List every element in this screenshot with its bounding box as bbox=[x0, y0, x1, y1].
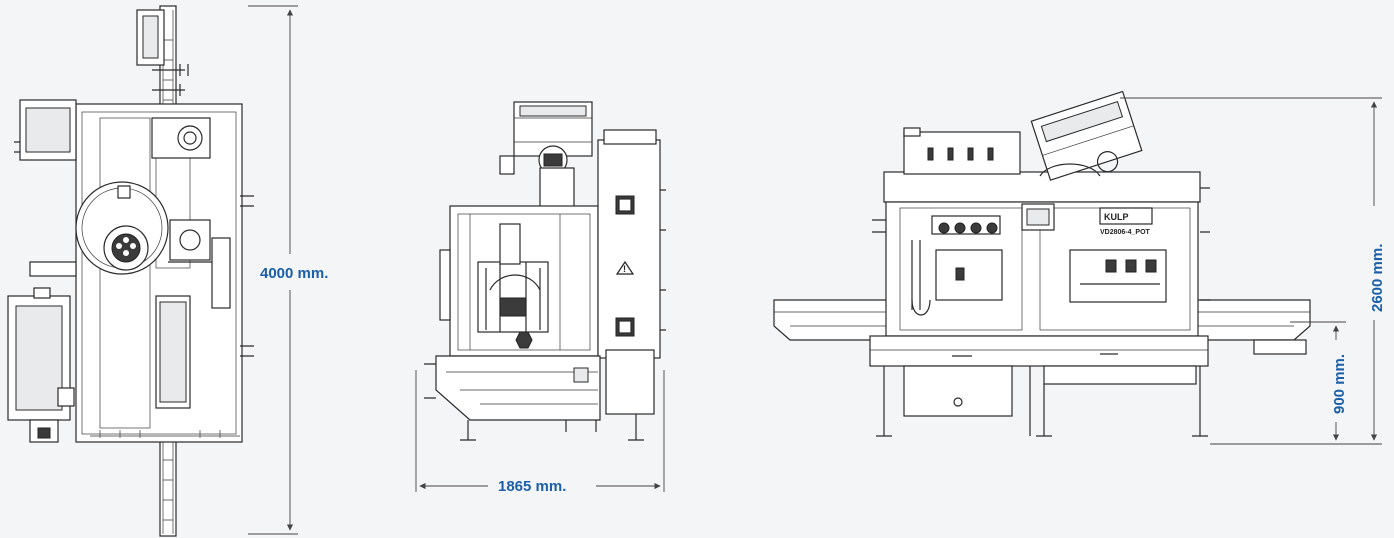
dimension-2600: 2600 mm. bbox=[1120, 97, 1386, 445]
side-view-drawing: ! bbox=[424, 101, 666, 441]
top-view-drawing bbox=[7, 5, 254, 537]
front-view-drawing: KULP VD2806-4_POT bbox=[773, 90, 1311, 437]
dimension-4000: 4000 mm. bbox=[248, 5, 328, 535]
dimension-label-height: 4000 mm. bbox=[260, 265, 328, 282]
dimension-label-total-height: 2600 mm. bbox=[1369, 244, 1386, 312]
svg-text:!: ! bbox=[623, 264, 626, 274]
top-feeder-slots bbox=[927, 147, 994, 161]
dimension-1865: 1865 mm. bbox=[415, 370, 665, 495]
dimension-label-width: 1865 mm. bbox=[498, 478, 566, 495]
capping-heads bbox=[931, 215, 1001, 235]
brand-label: KULP bbox=[1104, 212, 1129, 222]
model-label: VD2806-4_POT bbox=[1100, 229, 1151, 236]
dimension-900: 900 mm. bbox=[1290, 321, 1348, 441]
dimension-label-conveyor-height: 900 mm. bbox=[1331, 354, 1348, 414]
